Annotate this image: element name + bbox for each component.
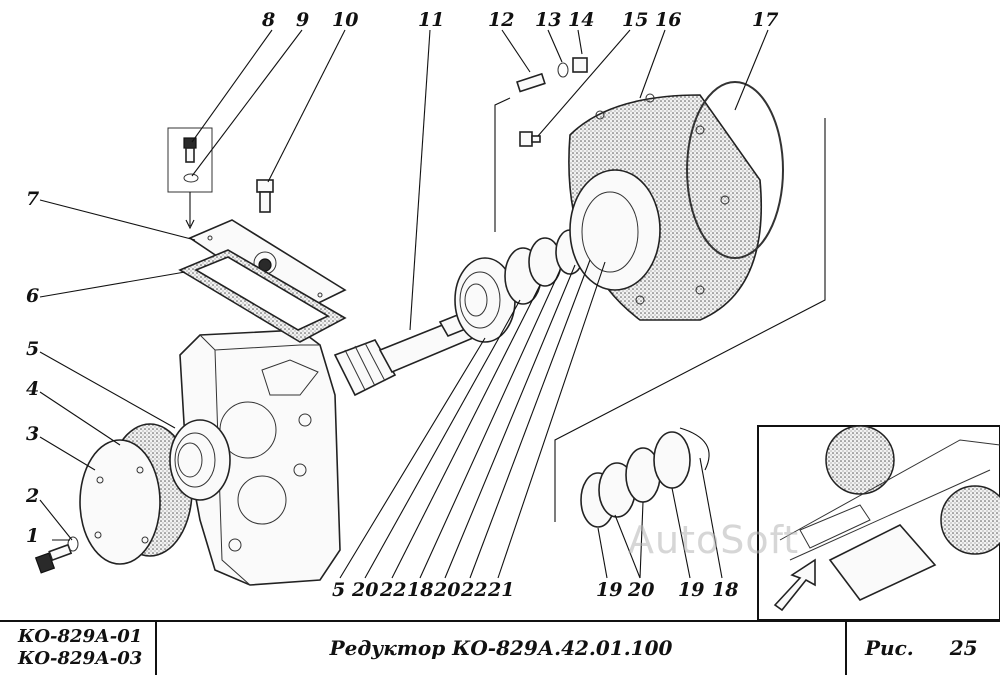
model-label-1: КО-829А-01 (18, 626, 143, 647)
detail-label: 18 (712, 579, 738, 601)
callout-15: 15 (622, 9, 648, 31)
callout-numbers: 1 2 3 4 5 6 7 8 9 10 11 12 13 14 15 16 1… (25, 9, 778, 601)
bottom-label: 22 (460, 579, 487, 601)
breather-plug (256, 179, 274, 213)
callout-9: 9 (296, 9, 309, 31)
detail-label: 19 (678, 579, 704, 601)
detail-label: 19 (596, 579, 622, 601)
figure-label: Рис. (865, 636, 914, 660)
bearing-flange (568, 93, 763, 321)
grease-fitting (519, 131, 541, 147)
vehicle-inset (757, 425, 1000, 620)
callout-11: 11 (418, 9, 444, 31)
bottom-label: 20 (433, 579, 460, 601)
callout-8: 8 (261, 9, 275, 31)
callout-3: 3 (26, 423, 39, 445)
exploded-view-drawing: 1 2 3 4 5 6 7 8 9 10 11 12 13 14 15 16 1… (25, 9, 1000, 620)
bolt-small (34, 536, 79, 574)
stud-nut-group (516, 57, 588, 93)
callout-2: 2 (25, 485, 39, 507)
figure-number: 25 (949, 636, 978, 660)
callout-10: 10 (332, 9, 358, 31)
figure-cell: Рис. 25 (847, 622, 1000, 675)
callout-12: 12 (488, 9, 514, 31)
model-cell: КО-829А-01 КО-829А-03 (0, 622, 157, 675)
o-ring (686, 81, 784, 259)
callout-17: 17 (752, 9, 778, 31)
callout-5: 5 (26, 338, 39, 360)
callout-13: 13 (535, 9, 561, 31)
bolt-washer-group (167, 127, 213, 230)
gasket (178, 249, 347, 343)
leader-lines (39, 29, 769, 579)
callout-6: 6 (26, 285, 39, 307)
callout-4: 4 (26, 378, 39, 400)
drawing-title: Редуктор КО-829А.42.01.100 (157, 622, 847, 675)
gearbox-housing (179, 329, 341, 586)
bottom-label: 22 (379, 579, 406, 601)
bottom-label: 5 (332, 579, 345, 601)
callout-7: 7 (26, 188, 39, 210)
callout-14: 14 (568, 9, 594, 31)
bottom-label: 21 (487, 579, 514, 601)
callout-16: 16 (655, 9, 681, 31)
callout-1: 1 (26, 525, 39, 547)
detail-label: 20 (627, 579, 654, 601)
detail-rings (580, 427, 710, 528)
bottom-label: 20 (351, 579, 378, 601)
model-label-2: КО-829А-03 (18, 648, 143, 669)
bearing-left (169, 419, 231, 501)
title-block: КО-829А-01 КО-829А-03 Редуктор КО-829А.4… (0, 620, 1000, 675)
bottom-label: 18 (407, 579, 433, 601)
watermark: AutoSoft (628, 518, 800, 562)
